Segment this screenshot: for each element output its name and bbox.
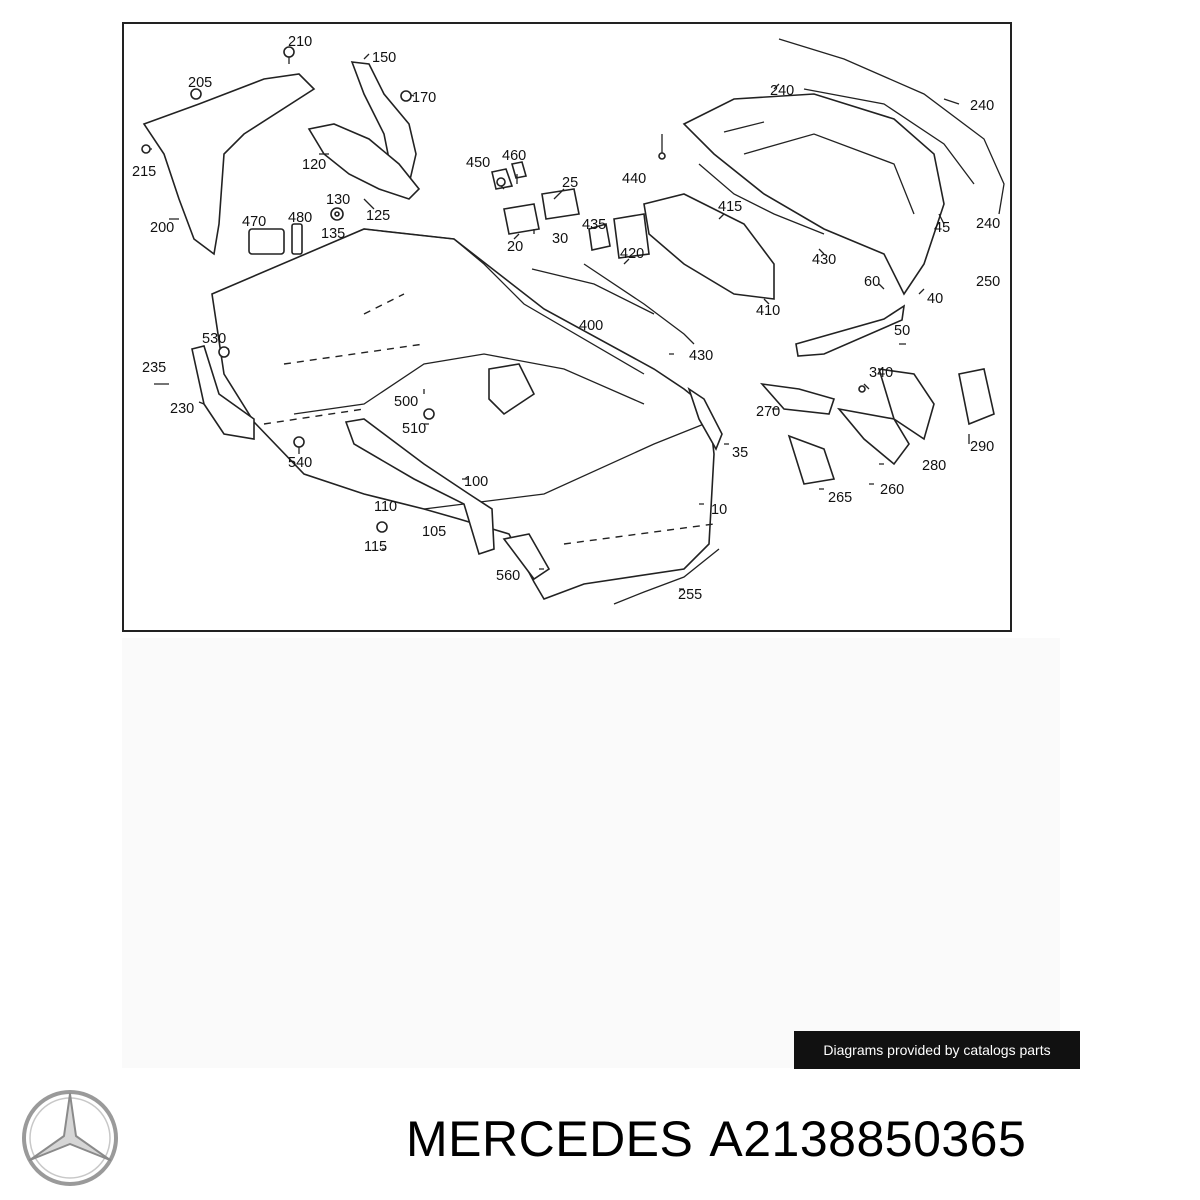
callout-30: 30 xyxy=(552,231,568,247)
cable-430-a xyxy=(698,163,825,235)
callout-125: 125 xyxy=(366,208,390,224)
left-bracket-shape xyxy=(142,73,316,256)
callout-105: 105 xyxy=(422,524,446,540)
callout-290: 290 xyxy=(970,439,994,455)
callout-45: 45 xyxy=(934,220,950,236)
diagram-credit-banner: Diagrams provided by catalogs parts xyxy=(794,1031,1080,1069)
callout-170: 170 xyxy=(412,90,436,106)
upper-bracket-150 xyxy=(350,61,417,186)
callout-265: 265 xyxy=(828,490,852,506)
callout-500: 500 xyxy=(394,394,418,410)
callout-470: 470 xyxy=(242,214,266,230)
trim-290 xyxy=(958,368,995,426)
bracket-270 xyxy=(759,382,836,415)
part-number: A2138850365 xyxy=(709,1111,1027,1167)
callout-60: 60 xyxy=(864,274,880,290)
bracket-420 xyxy=(613,213,650,259)
callout-240-b: 240 xyxy=(970,98,994,114)
callout-560: 560 xyxy=(496,568,520,584)
callout-135: 135 xyxy=(321,226,345,242)
bracket-260 xyxy=(877,368,935,441)
callout-430-a: 430 xyxy=(812,252,836,268)
parts-diagram: 210 205 150 170 215 120 200 470 480 130 … xyxy=(122,22,1012,632)
bracket-280 xyxy=(836,407,910,466)
part-470 xyxy=(248,228,285,255)
bracket-25 xyxy=(541,188,580,220)
callout-25: 25 xyxy=(562,175,578,191)
bracket-120 xyxy=(307,123,421,200)
callout-460: 460 xyxy=(502,148,526,164)
callout-430-b: 430 xyxy=(689,348,713,364)
bumper-inner-edge xyxy=(293,228,705,510)
callout-130: 130 xyxy=(326,192,350,208)
callout-270: 270 xyxy=(756,404,780,420)
callout-540: 540 xyxy=(288,455,312,471)
callout-435: 435 xyxy=(582,217,606,233)
product-title: MERCEDES A2138850365 xyxy=(406,1110,1042,1168)
callout-200: 200 xyxy=(150,220,174,236)
bumper-dash-line-4 xyxy=(263,408,365,425)
callout-100: 100 xyxy=(464,474,488,490)
part-460 xyxy=(510,161,528,179)
bracket-230 xyxy=(191,345,255,440)
trim-strip-240b xyxy=(803,88,975,185)
part-435 xyxy=(588,222,611,251)
lower-strip-50 xyxy=(795,304,906,357)
callout-50: 50 xyxy=(894,323,910,339)
callout-35: 35 xyxy=(732,445,748,461)
callout-205: 205 xyxy=(188,75,212,91)
diffuser-240 xyxy=(682,93,945,296)
callout-40: 40 xyxy=(927,291,943,307)
callout-420: 420 xyxy=(620,246,644,262)
diffuser-inner xyxy=(723,121,915,215)
callout-20: 20 xyxy=(507,239,523,255)
part-35 xyxy=(687,387,723,451)
fasteners xyxy=(141,46,866,533)
blank-canvas-area xyxy=(122,638,1060,1068)
callout-260: 260 xyxy=(880,482,904,498)
callout-450: 450 xyxy=(466,155,490,171)
rail-100 xyxy=(344,418,495,556)
callout-280: 280 xyxy=(922,458,946,474)
callout-440: 440 xyxy=(622,171,646,187)
mercedes-star-icon xyxy=(22,1090,118,1186)
callout-240-c: 240 xyxy=(976,216,1000,232)
callout-480: 480 xyxy=(288,210,312,226)
callout-240-a: 240 xyxy=(770,83,794,99)
callout-410: 410 xyxy=(756,303,780,319)
callout-230: 230 xyxy=(170,401,194,417)
cable-430-b xyxy=(583,263,695,345)
bumper-cover-shape xyxy=(211,228,715,600)
callout-150: 150 xyxy=(372,50,396,66)
callout-340: 340 xyxy=(869,365,893,381)
grille-410 xyxy=(643,193,775,300)
callout-215: 215 xyxy=(132,164,156,180)
callout-255: 255 xyxy=(678,587,702,603)
strip-400 xyxy=(531,268,655,315)
panel-560 xyxy=(502,533,551,581)
part-480 xyxy=(291,223,303,255)
callout-250: 250 xyxy=(976,274,1000,290)
callout-415: 415 xyxy=(718,199,742,215)
bracket-500 xyxy=(488,363,536,416)
part-265 xyxy=(787,434,836,485)
callout-510: 510 xyxy=(402,421,426,437)
callout-120: 120 xyxy=(302,157,326,173)
trim-strip-240 xyxy=(778,38,1005,215)
credit-text: Diagrams provided by catalogs parts xyxy=(823,1042,1051,1058)
callout-400: 400 xyxy=(579,318,603,334)
brand-name: MERCEDES xyxy=(406,1111,694,1167)
callout-210: 210 xyxy=(288,34,312,50)
callout-115: 115 xyxy=(364,539,387,555)
callout-10: 10 xyxy=(711,502,727,518)
bumper-dash-line-1 xyxy=(283,343,425,365)
callout-235: 235 xyxy=(142,360,166,376)
exploded-view-drawing: 210 205 150 170 215 120 200 470 480 130 … xyxy=(132,34,1005,605)
callout-530: 530 xyxy=(202,331,226,347)
callout-110: 110 xyxy=(374,499,397,515)
trim-strip-255 xyxy=(613,548,720,605)
bracket-20 xyxy=(503,203,540,235)
